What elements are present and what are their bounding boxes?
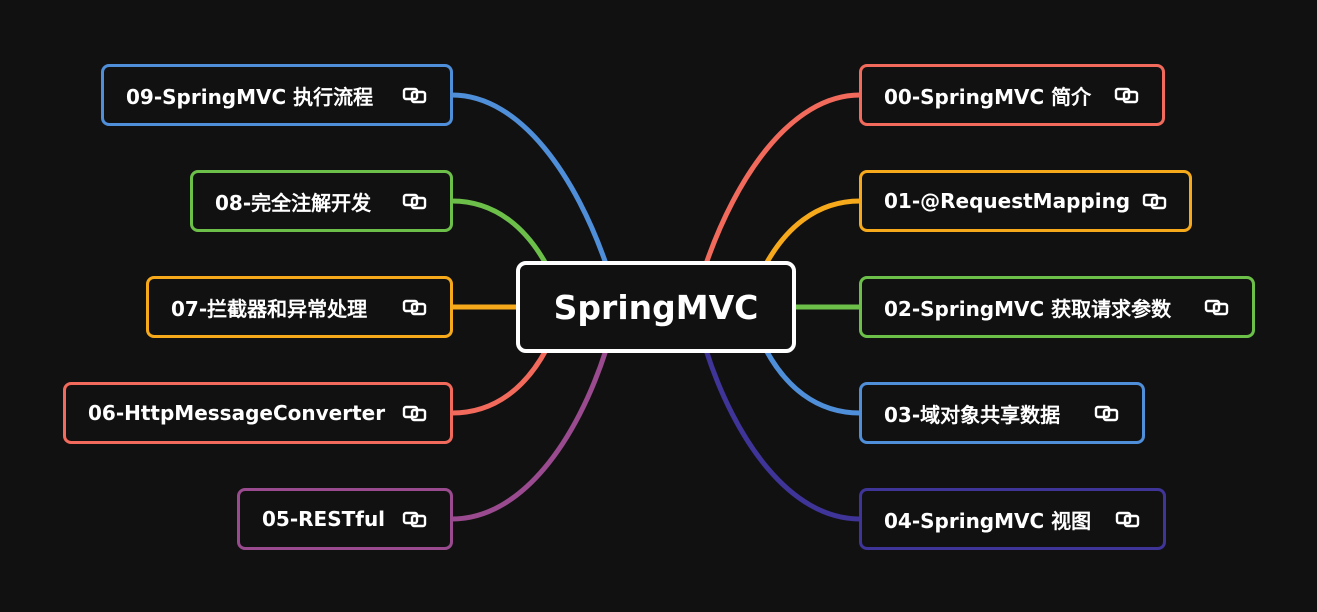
topic-node-09[interactable]: 09-SpringMVC 执行流程 bbox=[101, 64, 453, 126]
link-icon[interactable] bbox=[402, 510, 428, 528]
connector-n03 bbox=[763, 347, 863, 416]
topic-label: 08-完全注解开发 bbox=[215, 190, 372, 215]
topic-node-06[interactable]: 06-HttpMessageConverter bbox=[63, 382, 453, 444]
link-icon[interactable] bbox=[1094, 404, 1120, 422]
link-icon[interactable] bbox=[402, 404, 428, 422]
link-icon[interactable] bbox=[1142, 192, 1168, 210]
connector-n00 bbox=[703, 92, 863, 267]
topic-node-01[interactable]: 01-@RequestMapping bbox=[859, 170, 1192, 232]
link-icon[interactable] bbox=[402, 192, 428, 210]
topic-label: 09-SpringMVC 执行流程 bbox=[126, 84, 374, 109]
topic-node-00[interactable]: 00-SpringMVC 简介 bbox=[859, 64, 1165, 126]
root-node[interactable]: SpringMVC bbox=[516, 261, 796, 353]
topic-node-08[interactable]: 08-完全注解开发 bbox=[190, 170, 453, 232]
connector-n05 bbox=[449, 347, 609, 522]
connector-n01 bbox=[763, 198, 863, 267]
topic-node-03[interactable]: 03-域对象共享数据 bbox=[859, 382, 1145, 444]
link-icon[interactable] bbox=[1115, 510, 1141, 528]
topic-label: 05-RESTful bbox=[262, 507, 386, 531]
connector-n09 bbox=[449, 92, 609, 267]
root-node-label: SpringMVC bbox=[553, 287, 759, 327]
topic-label: 03-域对象共享数据 bbox=[884, 402, 1061, 427]
topic-label: 00-SpringMVC 简介 bbox=[884, 84, 1092, 109]
topic-label: 06-HttpMessageConverter bbox=[88, 401, 386, 425]
link-icon[interactable] bbox=[1114, 86, 1140, 104]
link-icon[interactable] bbox=[402, 86, 428, 104]
topic-node-07[interactable]: 07-拦截器和异常处理 bbox=[146, 276, 453, 338]
topic-node-05[interactable]: 05-RESTful bbox=[237, 488, 453, 550]
connector-n08 bbox=[449, 198, 549, 267]
topic-label: 01-@RequestMapping bbox=[884, 189, 1131, 213]
topic-label: 07-拦截器和异常处理 bbox=[171, 296, 368, 321]
link-icon[interactable] bbox=[402, 298, 428, 316]
connector-n04 bbox=[703, 347, 863, 522]
topic-node-02[interactable]: 02-SpringMVC 获取请求参数 bbox=[859, 276, 1255, 338]
connector-n06 bbox=[449, 347, 549, 416]
link-icon[interactable] bbox=[1204, 298, 1230, 316]
topic-label: 04-SpringMVC 视图 bbox=[884, 508, 1092, 533]
topic-label: 02-SpringMVC 获取请求参数 bbox=[884, 296, 1172, 321]
topic-node-04[interactable]: 04-SpringMVC 视图 bbox=[859, 488, 1166, 550]
